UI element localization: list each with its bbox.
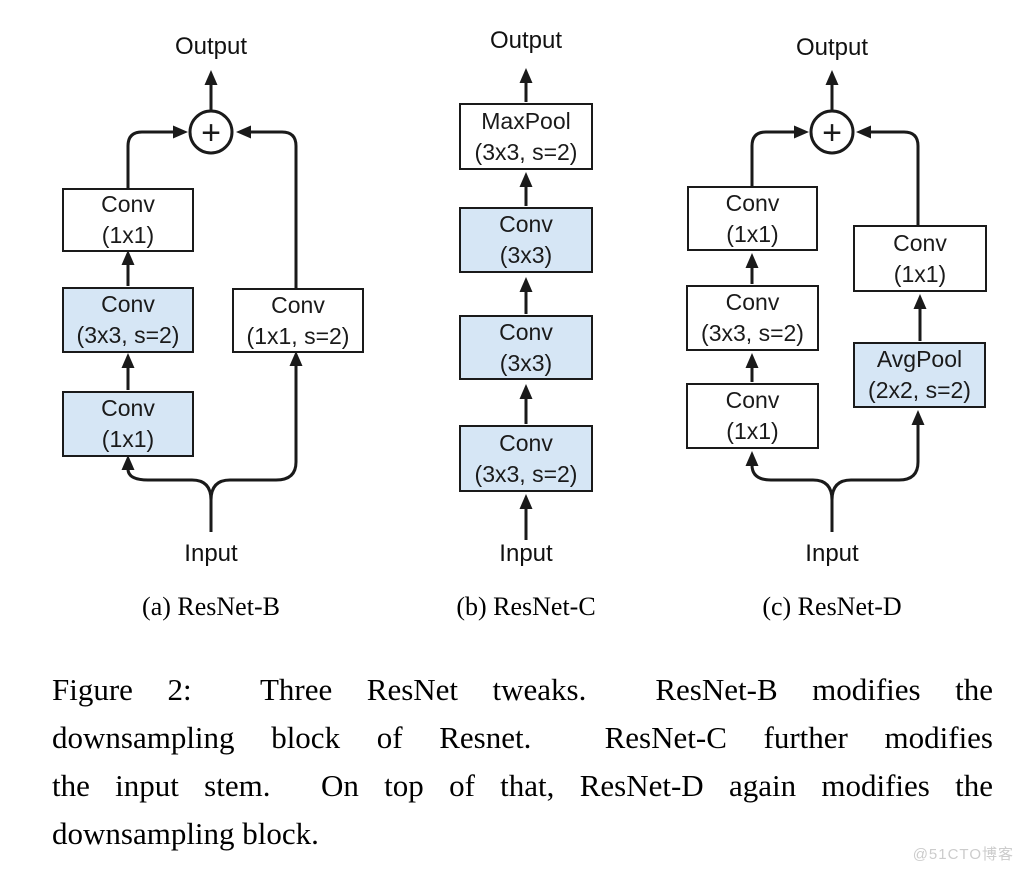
resnet-c-conv-3x3-mid-box: Conv (3x3): [459, 315, 593, 380]
flow-arrow: [750, 125, 809, 186]
figure-caption-line: downsampling block.: [52, 816, 319, 851]
resnet-b-shortcut-conv-box: Conv (1x1, s=2): [232, 288, 364, 353]
flow-arrow: [745, 451, 834, 532]
figure-caption: Figure 2: Three ResNet tweaks. ResNet-B …: [52, 666, 993, 858]
resnet-c-conv-3x3-s2-box: Conv (3x3, s=2): [459, 425, 593, 492]
box-label: Conv: [725, 189, 780, 216]
resnet-d-conv-1x1-bottom-box: Conv (1x1): [686, 383, 819, 449]
box-label: Conv: [499, 429, 553, 456]
resnet-d-conv-3x3-s2-box: Conv (3x3, s=2): [686, 285, 819, 351]
output-label: Output: [795, 34, 869, 61]
connector-layer: + +: [121, 68, 927, 540]
box-label: Conv: [101, 191, 155, 217]
box-label: Conv: [271, 291, 325, 318]
resnet-c-maxpool-box: MaxPool (3x3, s=2): [459, 103, 593, 170]
box-label: MaxPool: [481, 107, 571, 134]
add-junction-circle: [809, 109, 855, 155]
flow-arrow: [830, 410, 925, 532]
box-sublabel: (2x2, s=2): [868, 377, 971, 403]
resnet-d-avgpool-box: AvgPool (2x2, s=2): [853, 342, 986, 408]
figure-caption-line: downsampling block of Resnet. ResNet-C f…: [52, 720, 993, 755]
box-sublabel: (3x3, s=2): [474, 138, 578, 165]
flow-arrow: [209, 351, 303, 532]
resnet-b-conv-1x1-bottom-box: Conv (1x1): [62, 391, 194, 457]
box-sublabel: (1x1): [726, 220, 779, 247]
box-sublabel: (3x3, s=2): [701, 320, 804, 346]
flow-arrow: [856, 125, 920, 225]
resnet-b-conv-3x3-s2-box: Conv (3x3, s=2): [62, 287, 194, 353]
box-label: Conv: [499, 318, 553, 345]
panel-caption-b: (b) ResNet-C: [456, 592, 596, 621]
plus-label: +: [201, 114, 221, 152]
box-sublabel: (3x3): [499, 349, 553, 376]
box-sublabel: (3x3, s=2): [76, 322, 180, 348]
panel-caption-c: (c) ResNet-D: [762, 592, 902, 621]
input-label: Input: [499, 540, 553, 567]
box-label: Conv: [101, 291, 155, 317]
box-label: Conv: [893, 229, 947, 256]
add-junction-circle: [188, 109, 234, 155]
resnet-d-conv-1x1-top-box: Conv (1x1): [687, 186, 818, 251]
output-label: Output: [489, 27, 563, 54]
flow-arrow: [126, 125, 188, 188]
resnet-d-shortcut-conv-box: Conv (1x1): [853, 225, 987, 292]
figure-caption-line: the input stem. On top of that, ResNet-D…: [52, 768, 993, 803]
box-sublabel: (1x1, s=2): [246, 322, 350, 349]
box-label: Conv: [499, 211, 553, 237]
output-label: Output: [174, 33, 248, 60]
panel-caption-a: (a) ResNet-B: [142, 592, 280, 621]
box-label: Conv: [725, 387, 780, 413]
resnet-b-conv-1x1-top-box: Conv (1x1): [62, 188, 194, 252]
figure-caption-line: Figure 2: Three ResNet tweaks. ResNet-B …: [52, 672, 993, 707]
plus-label: +: [822, 114, 842, 152]
box-sublabel: (3x3, s=2): [474, 460, 578, 487]
resnet-c-conv-3x3-top-box: Conv (3x3): [459, 207, 593, 273]
watermark: @51CTO博客: [912, 846, 1014, 863]
box-sublabel: (1x1): [101, 222, 155, 248]
box-label: Conv: [101, 395, 155, 421]
flow-arrow: [121, 455, 213, 532]
box-label: AvgPool: [876, 346, 963, 372]
box-label: Conv: [725, 289, 780, 315]
box-sublabel: (1x1): [726, 418, 779, 444]
input-label: Input: [184, 540, 238, 567]
flow-arrow: [236, 125, 298, 288]
box-sublabel: (1x1): [893, 260, 947, 287]
input-label: Input: [805, 540, 859, 567]
box-sublabel: (3x3): [499, 242, 553, 268]
box-sublabel: (1x1): [101, 426, 155, 452]
